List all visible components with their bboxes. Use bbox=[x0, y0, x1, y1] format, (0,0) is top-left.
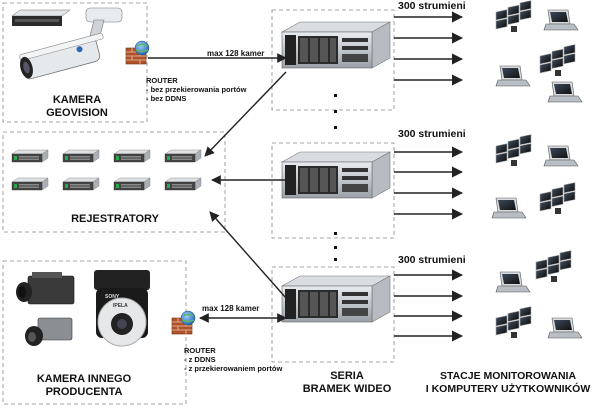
dome-brand-text: SONY bbox=[105, 294, 120, 300]
streams-arrows-3 bbox=[394, 269, 464, 342]
router-top-label: ROUTER - bez przekierowania portów - bez… bbox=[146, 76, 247, 103]
gateway-box-2 bbox=[271, 142, 395, 239]
box-camera-icon bbox=[16, 272, 75, 305]
dome-model-text: IPELA bbox=[113, 303, 128, 309]
geovision-box bbox=[2, 2, 148, 123]
streams-label-3: 300 strumieni bbox=[398, 254, 466, 266]
recorders-grid bbox=[11, 149, 202, 191]
link-top-label: max 128 kamer bbox=[207, 49, 265, 58]
gw3-to-recorders-arrow bbox=[209, 211, 287, 299]
camera-other-title: KAMERA INNEGO PRODUCENTA bbox=[36, 373, 132, 398]
gateway-rack-2 bbox=[281, 151, 391, 199]
streams-label-1: 300 strumieni bbox=[398, 0, 466, 12]
gateway-box-1 bbox=[271, 9, 395, 111]
router-top-icon bbox=[125, 40, 150, 65]
gateway-ellipsis bbox=[334, 94, 337, 261]
gateway-rack-1 bbox=[281, 21, 391, 69]
box-camera-2-icon bbox=[25, 317, 73, 346]
recorders-title: REJESTRATORY bbox=[71, 213, 159, 225]
streams-label-2: 300 strumieni bbox=[398, 128, 466, 140]
camera-geovision-title: KAMERA GEOVISION bbox=[46, 94, 108, 119]
geovision-capture-card bbox=[11, 9, 71, 26]
stations-column bbox=[491, 0, 583, 339]
router-bottom-label: ROUTER - z DDNS - z przekierowaniem port… bbox=[184, 346, 283, 373]
gateway-rack-3 bbox=[281, 275, 391, 323]
streams-arrows-1 bbox=[394, 11, 464, 86]
dome-camera-icon bbox=[94, 270, 150, 347]
gw1-to-recorders-arrow bbox=[204, 71, 287, 157]
geovision-camera-icon bbox=[19, 7, 123, 80]
gateways-title: SERIA BRAMEK WIDEO bbox=[302, 370, 392, 395]
router-bottom-icon bbox=[171, 310, 196, 335]
streams-arrows-2 bbox=[394, 146, 464, 220]
link-bottom-label: max 128 kamer bbox=[202, 304, 260, 313]
stations-title: STACJE MONITOROWANIA I KOMPUTERY UŻYTKOW… bbox=[425, 370, 591, 395]
